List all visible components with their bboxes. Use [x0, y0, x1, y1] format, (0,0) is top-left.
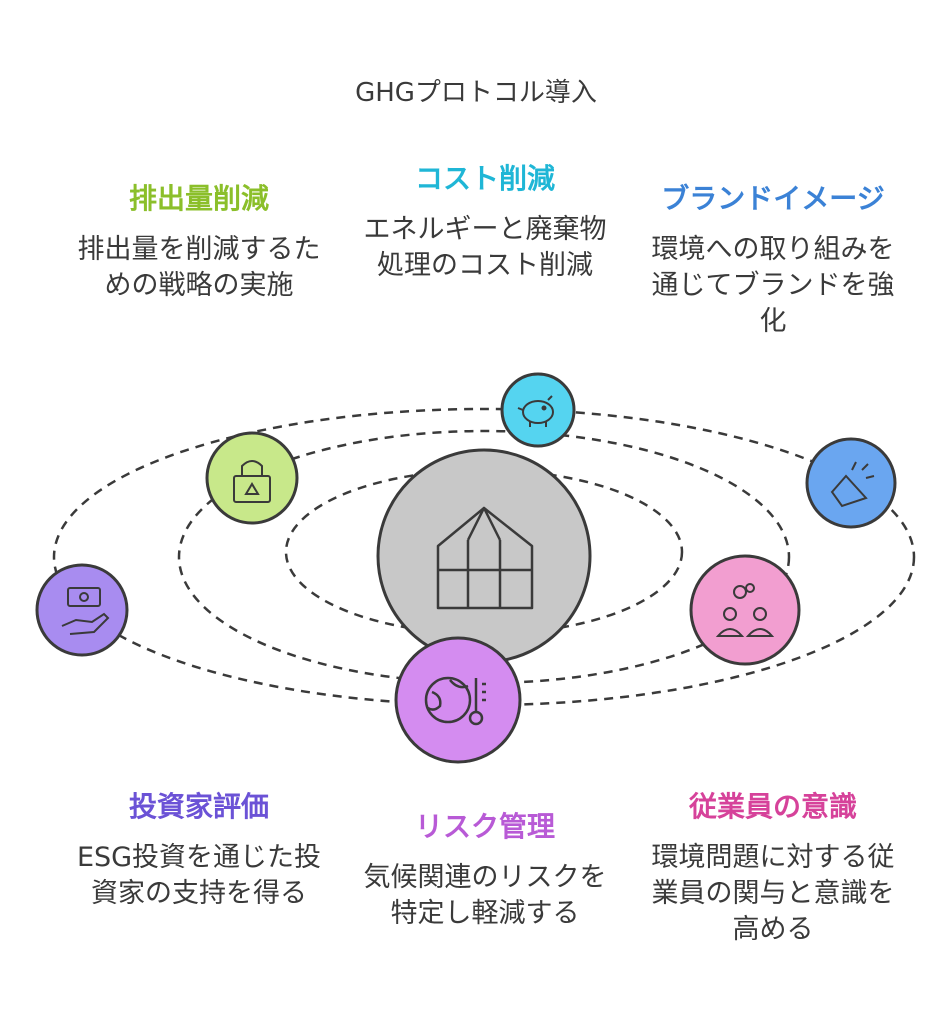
desc-employee: 環境問題に対する従業員の関与と意識を高める [651, 842, 895, 945]
piggy-bank-icon [517, 395, 554, 427]
desc-cost: エネルギーと廃棄物処理のコスト削減 [363, 214, 607, 281]
heading-emissions: 排出量削減 [128, 182, 269, 215]
heading-risk: リスク管理 [414, 810, 555, 843]
heading-employee: 従業員の意識 [688, 790, 857, 823]
heading-cost: コスト削減 [414, 162, 555, 195]
node-investor [35, 563, 129, 657]
desc-risk: 気候関連のリスクを特定し軽減する [363, 862, 607, 929]
money-hand-icon [61, 587, 110, 635]
node-risk [394, 636, 522, 764]
node-cost [500, 372, 576, 448]
desc-emissions: 排出量を削減するための戦略の実施 [77, 234, 321, 301]
desc-brand: 環境への取り組みを通じてブランドを強化 [651, 234, 895, 337]
block-cost: コスト削減 エネルギーと廃棄物処理のコスト削減 [350, 160, 620, 284]
block-brand: ブランドイメージ 環境への取り組みを通じてブランドを強化 [638, 180, 908, 340]
node-employee [689, 554, 801, 666]
recycle-bag-icon [233, 460, 271, 503]
center-node [376, 448, 592, 664]
block-employee: 従業員の意識 環境問題に対する従業員の関与と意識を高める [638, 788, 908, 948]
block-risk: リスク管理 気候関連のリスクを特定し軽減する [350, 808, 620, 932]
node-brand [805, 437, 897, 529]
megaphone-icon [830, 461, 875, 508]
page-title: GHGプロトコル導入 [355, 78, 597, 108]
globe-thermometer-icon [424, 676, 486, 726]
people-icon [715, 583, 775, 637]
desc-investor: ESG投資を通じた投資家の支持を得る [76, 842, 322, 909]
heading-brand: ブランドイメージ [661, 182, 885, 215]
block-emissions: 排出量削減 排出量を削減するための戦略の実施 [64, 180, 334, 304]
node-emissions [205, 431, 299, 525]
block-investor: 投資家評価 ESG投資を通じた投資家の支持を得る [64, 788, 334, 912]
heading-investor: 投資家評価 [128, 790, 269, 823]
greenhouse-icon [436, 506, 534, 610]
